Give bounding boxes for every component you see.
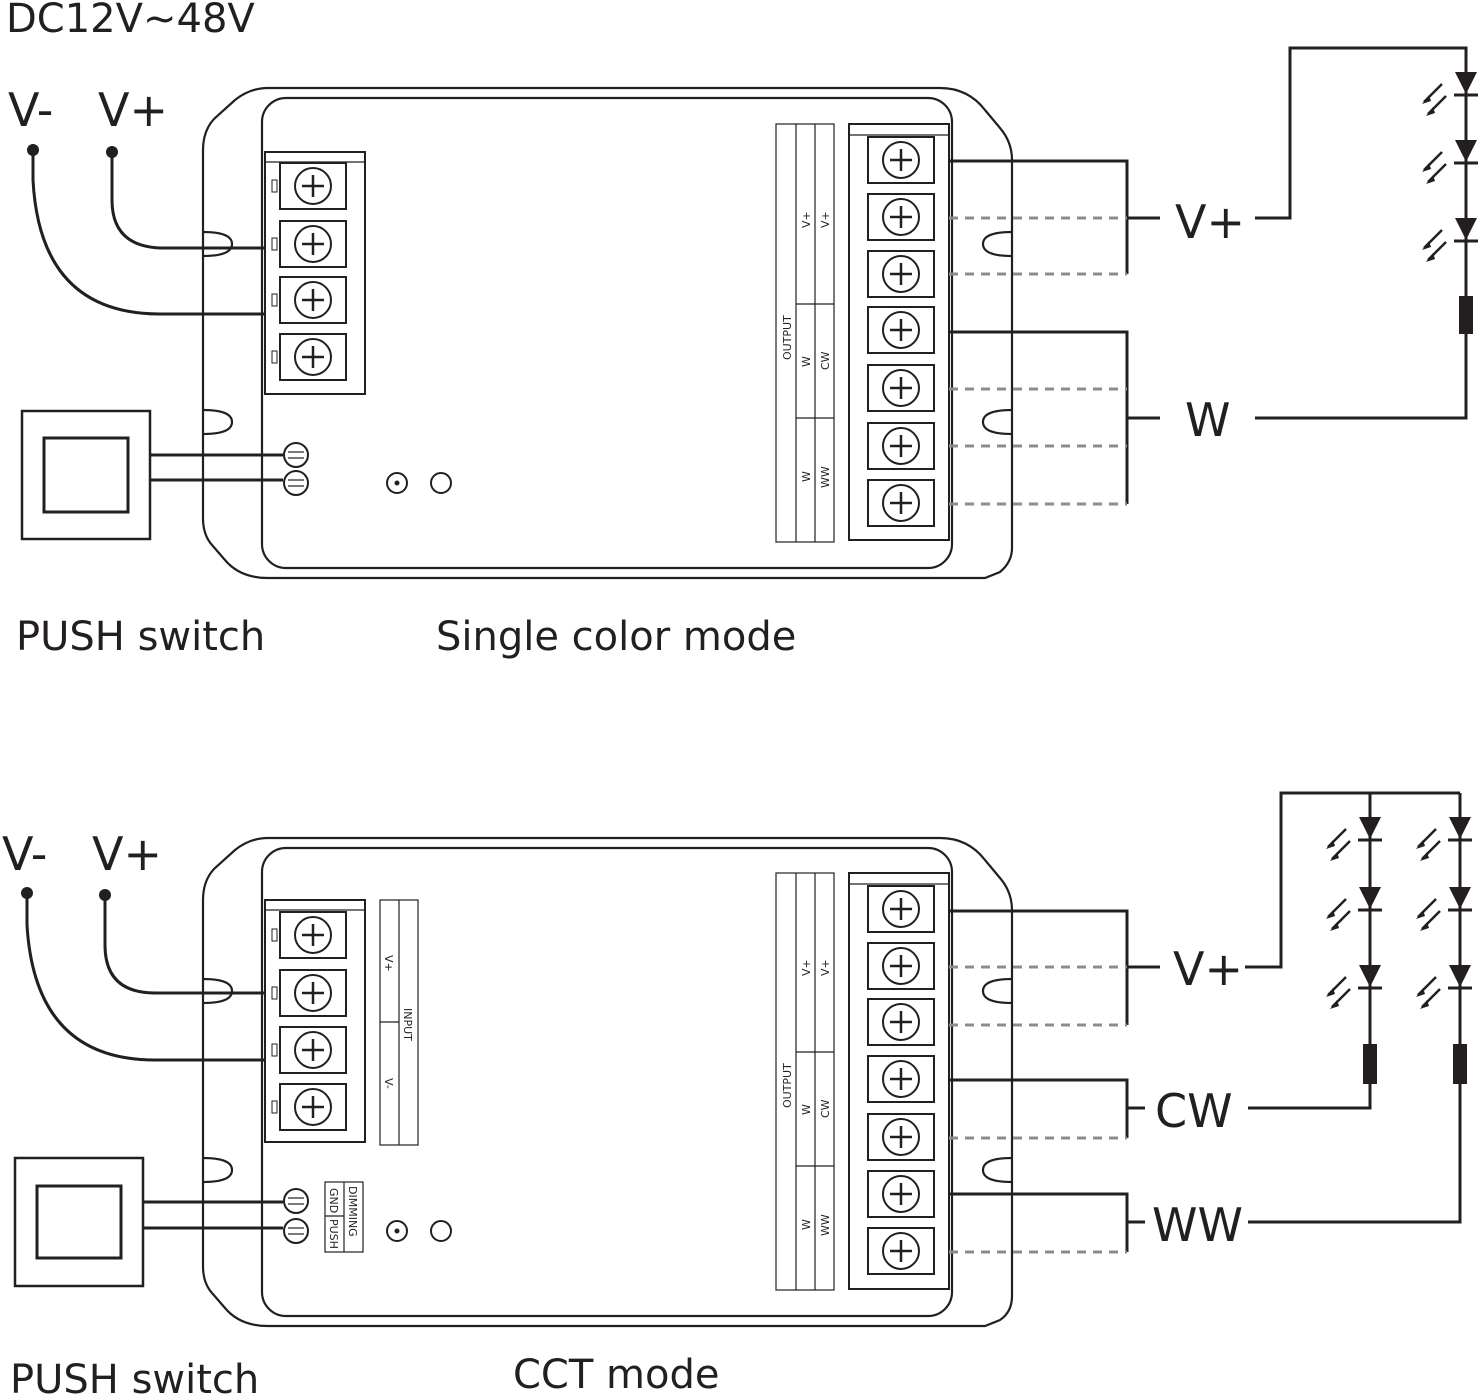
led-diode xyxy=(1420,70,1478,118)
input-label-strip: INPUT V+ V- xyxy=(379,899,419,1146)
cw-label: CW xyxy=(819,351,832,370)
mounting-notch xyxy=(202,977,234,1005)
output-vplus-label: V+ xyxy=(1173,942,1243,996)
dimming-label-box: DIMMING GND PUSH xyxy=(324,1181,364,1253)
output-label: OUTPUT xyxy=(781,1063,794,1108)
in-minus-label: V- xyxy=(382,1078,395,1089)
led-diode xyxy=(1324,963,1384,1011)
w-label: W xyxy=(800,471,813,482)
input-label: INPUT xyxy=(401,1008,414,1041)
output-ww-label: WW xyxy=(1152,1198,1243,1252)
input-plus-label: V+ xyxy=(98,83,168,137)
input-minus-label: V- xyxy=(2,827,47,881)
mounting-notch xyxy=(202,230,234,258)
push-label: PUSH xyxy=(327,1219,340,1249)
led-resistor xyxy=(1459,296,1473,334)
w-label: W xyxy=(800,1104,813,1115)
vplus-label: V+ xyxy=(800,959,813,976)
cw-output-wire xyxy=(949,1078,1129,1138)
output-terminal-block xyxy=(848,872,950,1290)
ww-label: WW xyxy=(819,466,832,488)
led-resistor xyxy=(1363,1044,1377,1084)
led-diode xyxy=(1324,815,1384,863)
gnd-label: GND xyxy=(327,1188,340,1213)
w-output-wire xyxy=(949,330,1129,504)
push-switch-label: PUSH switch xyxy=(10,1357,259,1397)
vplus-label: V+ xyxy=(800,211,813,228)
cw-label: CW xyxy=(819,1099,832,1118)
input-terminal-block xyxy=(264,151,366,395)
mounting-notch xyxy=(981,408,1013,436)
mode-title: Single color mode xyxy=(436,614,796,660)
dimming-label: DIMMING xyxy=(346,1186,359,1237)
ww-output-wire xyxy=(949,1192,1129,1252)
push-terminal xyxy=(283,442,309,496)
vplus-output-wire xyxy=(949,159,1129,274)
supply-voltage-label: DC12V~48V xyxy=(6,0,255,42)
ww-label: WW xyxy=(819,1214,832,1236)
single-color-diagram: DC12V~48V V- V+ xyxy=(6,0,1478,660)
led-diode xyxy=(1414,885,1474,933)
w-label: W xyxy=(800,356,813,367)
v-plus-input-wire xyxy=(110,152,265,250)
led-indicator-dot xyxy=(394,1228,400,1234)
mounting-notch xyxy=(981,230,1013,258)
output-terminal-block xyxy=(848,123,950,541)
output-cw-label: CW xyxy=(1155,1084,1233,1138)
match-button xyxy=(430,472,452,494)
led-diode xyxy=(1414,963,1474,1011)
input-plus-label: V+ xyxy=(92,827,162,881)
led-diode xyxy=(1414,815,1474,863)
output-vplus-label: V+ xyxy=(1175,195,1245,249)
mounting-notch xyxy=(981,977,1013,1005)
vplus-label: V+ xyxy=(819,211,832,228)
controller-housing xyxy=(201,836,1014,1328)
push-switch xyxy=(13,1156,145,1288)
v-plus-input-wire xyxy=(103,895,265,995)
vplus-output-wire xyxy=(949,909,1129,1025)
v-minus-input-wire xyxy=(31,150,265,316)
led-diode xyxy=(1324,885,1384,933)
mounting-notch xyxy=(202,1156,234,1184)
controller-face xyxy=(260,846,954,1318)
vplus-label: V+ xyxy=(819,959,832,976)
cw-return-wire xyxy=(1248,1084,1372,1110)
push-switch-label: PUSH switch xyxy=(16,614,265,660)
led-strip-negative-wire xyxy=(1255,334,1468,420)
output-w-label: W xyxy=(1185,393,1230,447)
push-switch xyxy=(20,409,152,541)
led-resistor xyxy=(1453,1044,1467,1084)
mode-title: CCT mode xyxy=(513,1352,719,1397)
in-plus-label: V+ xyxy=(382,955,395,972)
led-diode xyxy=(1420,216,1478,264)
cct-diagram: V- V+ INPUT V+ V- xyxy=(2,791,1474,1397)
ww-return-wire xyxy=(1248,1084,1462,1224)
v-minus-input-wire xyxy=(25,893,265,1062)
led-strip-positive-wire xyxy=(1245,791,1460,969)
led-strip-positive-wire xyxy=(1255,46,1468,296)
controller-housing xyxy=(201,86,1014,580)
output-label-strip: OUTPUT V+ V+ W CW W WW xyxy=(775,872,835,1291)
output-label: OUTPUT xyxy=(781,315,794,360)
output-label-strip: OUTPUT V+ V+ W CW W WW xyxy=(775,123,835,543)
led-diode xyxy=(1420,138,1478,186)
mounting-notch xyxy=(981,1156,1013,1184)
input-terminal-block xyxy=(264,899,366,1143)
input-minus-label: V- xyxy=(8,83,53,137)
match-button xyxy=(430,1220,452,1242)
w-label: W xyxy=(800,1219,813,1230)
led-indicator-dot xyxy=(394,480,400,486)
mounting-notch xyxy=(202,408,234,436)
push-terminal xyxy=(283,1188,309,1244)
